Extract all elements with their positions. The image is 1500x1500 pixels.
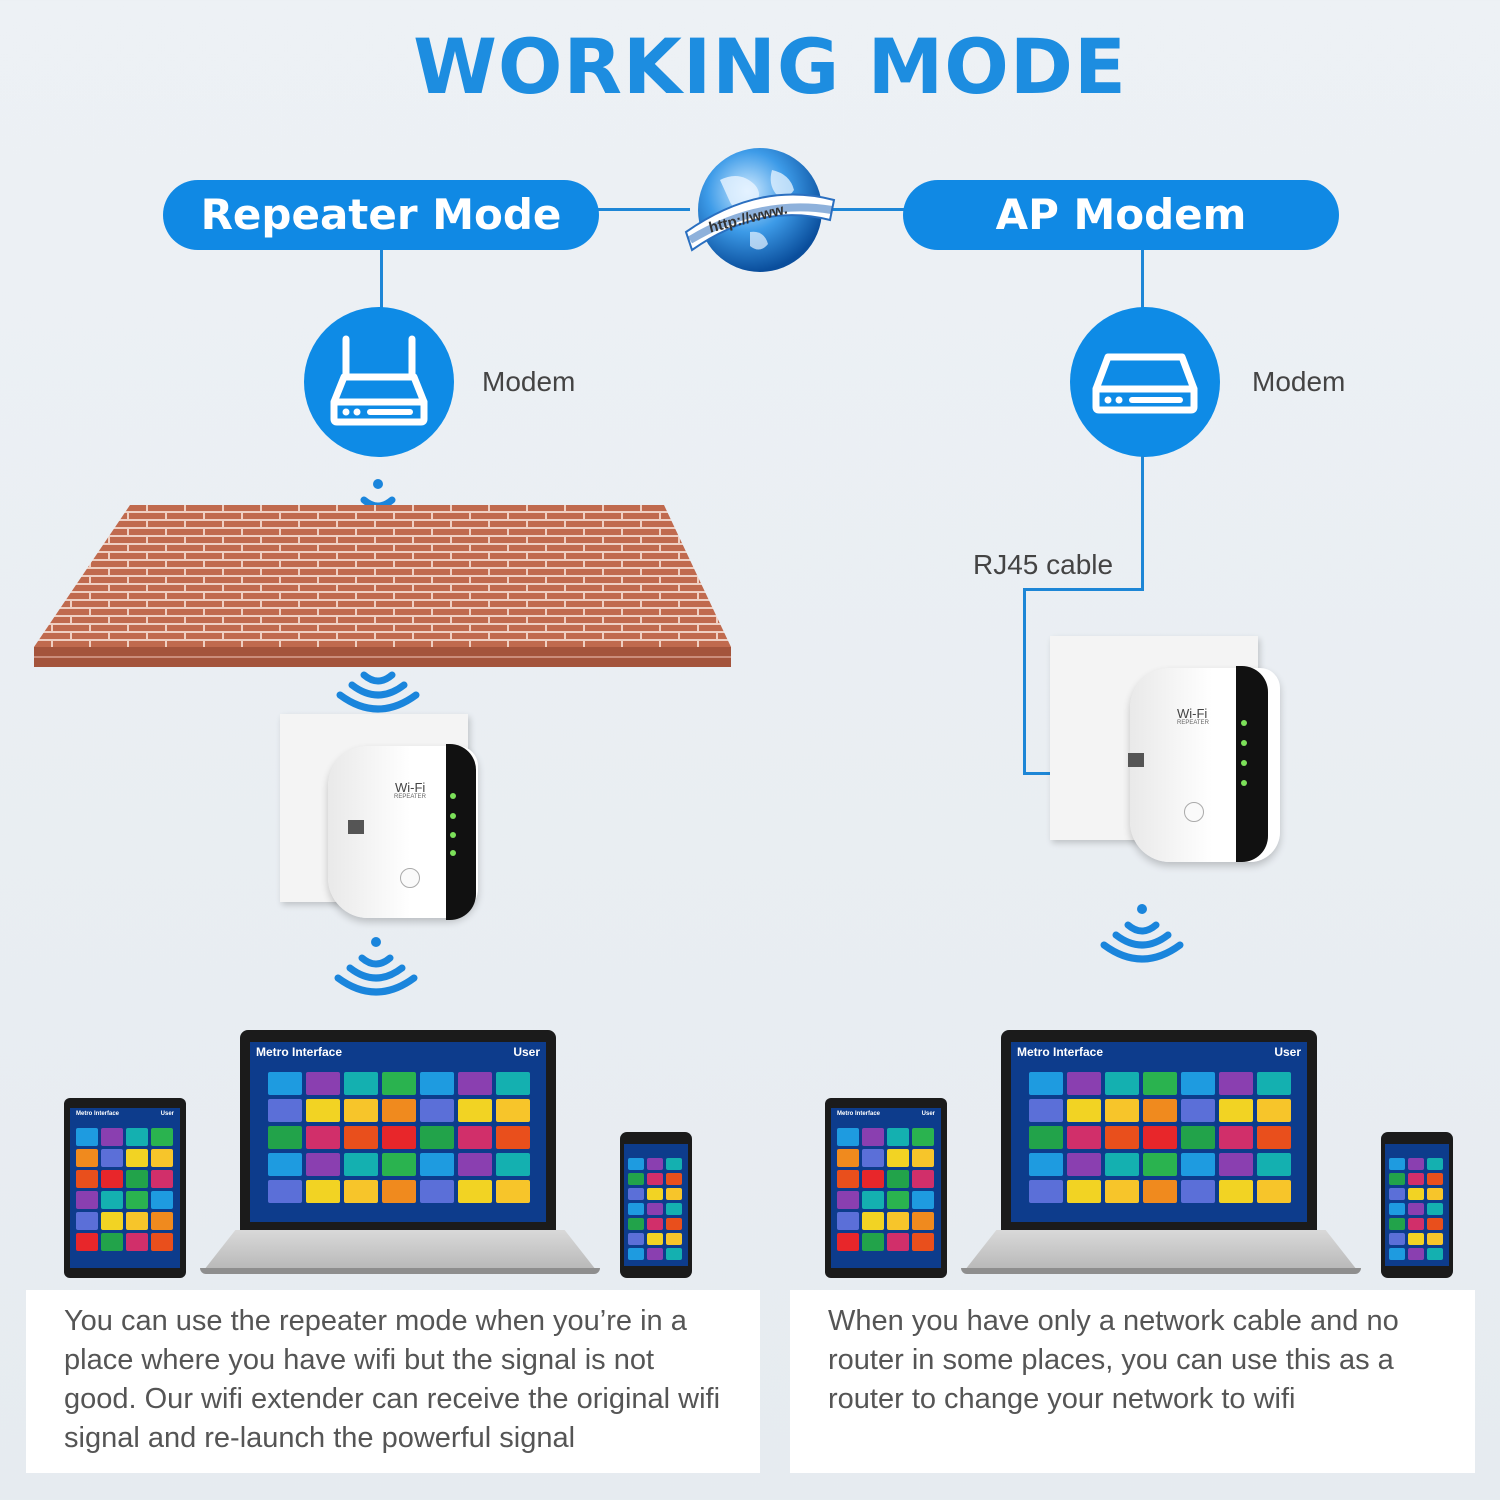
screen-header: Metro Interface xyxy=(837,1111,881,1117)
screen-user: User xyxy=(1274,1045,1301,1059)
screen-user: User xyxy=(921,1111,935,1117)
smartphone xyxy=(1381,1132,1453,1278)
screen-user: User xyxy=(160,1111,174,1117)
client-devices-right: Metro Interface User Metro Interface Use… xyxy=(825,1030,1455,1280)
rj45-line-to-device xyxy=(1023,772,1053,775)
brick-wall xyxy=(34,505,731,667)
wps-button xyxy=(1184,802,1204,822)
device-sub-text: REPEATER xyxy=(394,794,426,800)
ethernet-port xyxy=(1128,753,1144,767)
globe-icon: http://www. xyxy=(680,140,840,280)
page-title: WORKING MODE xyxy=(413,22,1127,111)
screen-header: Metro Interface xyxy=(256,1045,343,1059)
wps-button xyxy=(400,868,420,888)
laptop-keyboard xyxy=(965,1230,1357,1270)
laptop: Metro Interface User xyxy=(240,1030,556,1230)
wifi-signal-icon xyxy=(330,928,422,998)
ap-description: When you have only a network cable and n… xyxy=(790,1290,1475,1473)
right-modem-circle xyxy=(1070,307,1220,457)
left-modem-circle xyxy=(304,307,454,457)
laptop: Metro Interface User xyxy=(1001,1030,1317,1230)
repeater-description: You can use the repeater mode when you’r… xyxy=(26,1290,760,1473)
tablet: Metro Interface User xyxy=(825,1098,947,1278)
ethernet-port xyxy=(348,820,364,834)
ap-modem-label: AP Modem xyxy=(903,180,1339,250)
left-modem-label: Modem xyxy=(482,366,576,397)
modem-box-icon xyxy=(1092,353,1198,414)
repeater-mode-label: Repeater Mode xyxy=(163,180,599,250)
rj45-line-horizontal xyxy=(1023,588,1144,591)
device-brand-text: Wi-Fi xyxy=(395,780,426,795)
right-pill-line xyxy=(1141,250,1144,308)
screen-header: Metro Interface xyxy=(76,1111,120,1117)
connector-right xyxy=(828,208,908,211)
client-devices-left: Metro Interface User Metro Interface Use… xyxy=(64,1030,694,1280)
router-antenna-icon xyxy=(330,335,428,426)
wifi-signal-icon xyxy=(1096,895,1188,965)
device-sub-text: REPEATER xyxy=(1177,720,1209,726)
screen-header: Metro Interface xyxy=(1017,1045,1104,1059)
rj45-line-vertical xyxy=(1141,456,1144,591)
rj45-line-drop xyxy=(1023,588,1026,774)
rj45-cable-label: RJ45 cable xyxy=(973,549,1114,580)
laptop-keyboard xyxy=(204,1230,596,1270)
wifi-repeater-device: Wi-Fi REPEATER xyxy=(280,708,480,923)
left-pill-line xyxy=(380,250,383,308)
device-brand-text: Wi-Fi xyxy=(1177,706,1208,721)
tablet: Metro Interface User xyxy=(64,1098,186,1278)
smartphone xyxy=(620,1132,692,1278)
screen-user: User xyxy=(513,1045,540,1059)
connector-left xyxy=(598,208,690,211)
right-modem-label: Modem xyxy=(1252,366,1346,397)
wifi-repeater-device: Wi-Fi REPEATER xyxy=(1050,630,1280,865)
